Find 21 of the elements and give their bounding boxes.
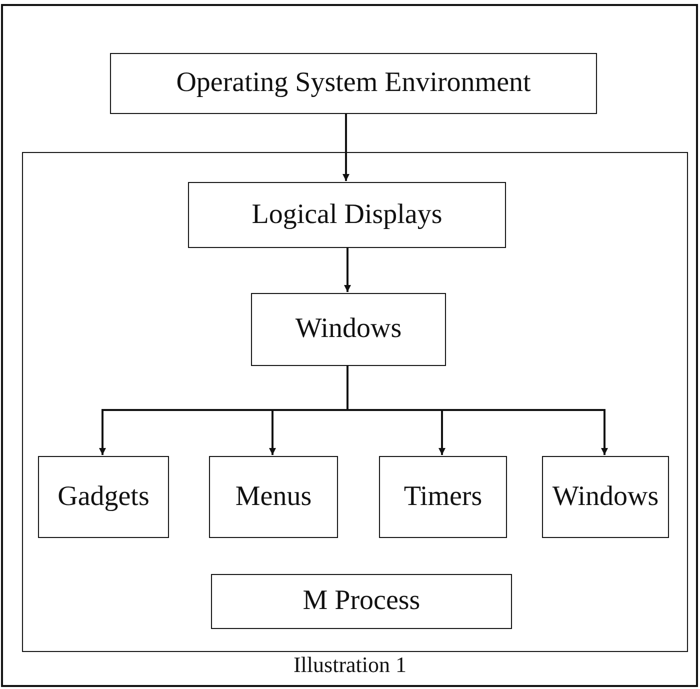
arrow bbox=[346, 365, 608, 455]
box-label: M Process bbox=[302, 586, 420, 617]
process-box bbox=[38, 456, 169, 538]
arrow bbox=[344, 247, 351, 292]
box-label: Timers bbox=[404, 482, 482, 512]
arrow bbox=[342, 114, 350, 181]
process-box bbox=[379, 456, 507, 538]
container-box bbox=[22, 152, 688, 652]
caption: Illustration 1 bbox=[292, 652, 408, 678]
process-box bbox=[110, 53, 597, 114]
box-label: Windows bbox=[295, 314, 402, 345]
box-label: Menus bbox=[235, 482, 312, 512]
process-box bbox=[188, 182, 506, 248]
process-box bbox=[251, 293, 446, 366]
process-box bbox=[209, 456, 338, 538]
box-label: Windows bbox=[552, 482, 659, 512]
process-box bbox=[211, 574, 512, 629]
box-label: Operating System Environment bbox=[176, 68, 531, 99]
process-box bbox=[542, 456, 669, 538]
box-label: Logical Displays bbox=[252, 200, 442, 230]
box-label: Gadgets bbox=[58, 482, 150, 512]
